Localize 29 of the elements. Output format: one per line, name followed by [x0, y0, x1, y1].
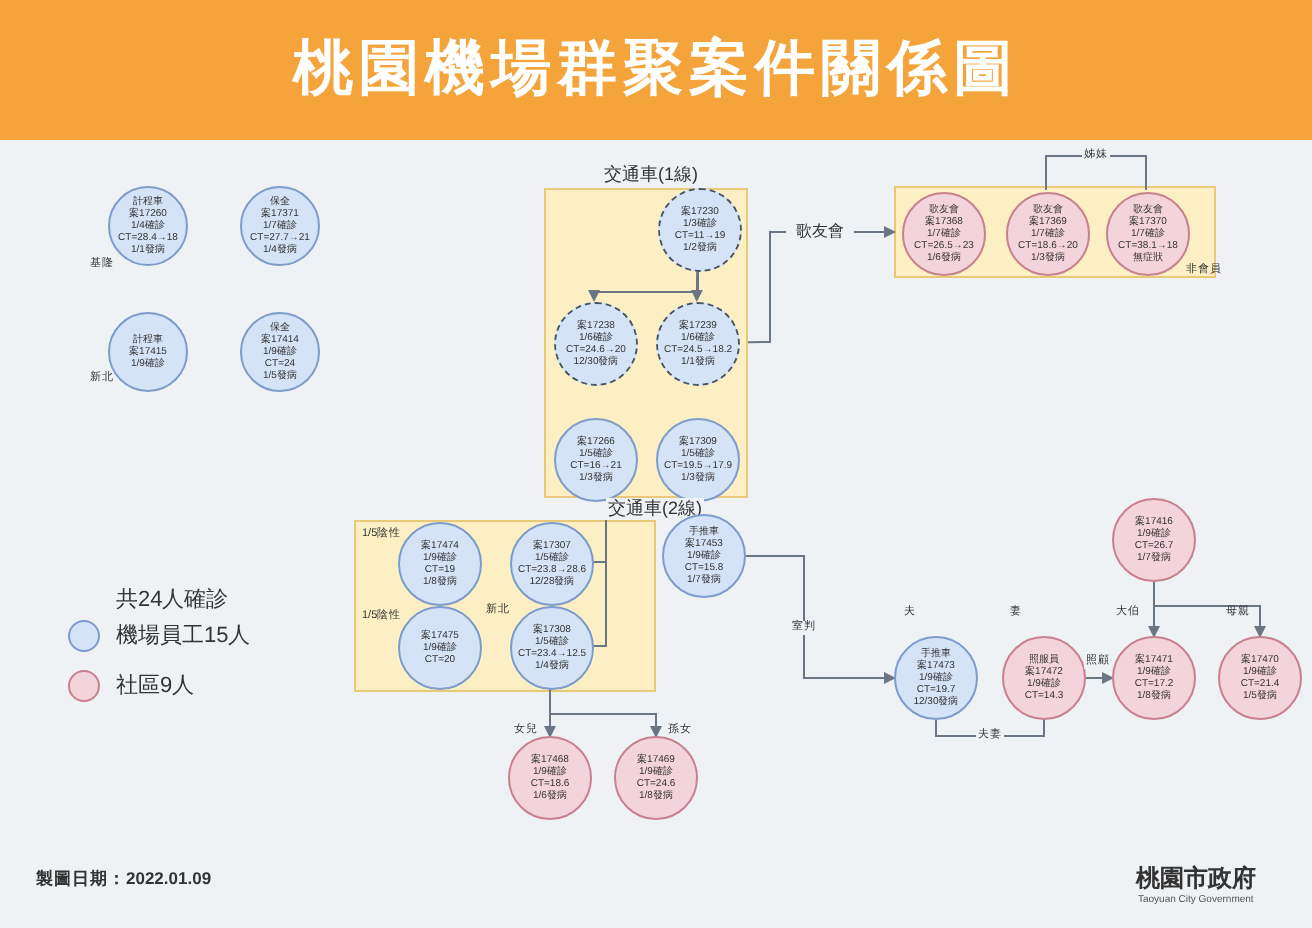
case-circle [656, 418, 740, 502]
group-label: 歌友會 [786, 220, 854, 244]
connector [747, 231, 787, 344]
case-circle [1112, 498, 1196, 582]
agency-name: 桃園市政府 [1136, 864, 1256, 892]
connector [1085, 672, 1114, 684]
case-circle [240, 312, 320, 392]
case-circle [662, 514, 746, 598]
connector [853, 226, 896, 238]
case-circle [656, 302, 740, 386]
legend-text: 社區9人 [116, 672, 195, 700]
legend-text: 機場員工15人 [116, 622, 251, 650]
connector [1153, 581, 1266, 638]
connector [588, 269, 699, 302]
connector [935, 719, 1045, 737]
case-circle [554, 418, 638, 502]
legend-heading: 共24人確診 [116, 586, 229, 614]
connector [591, 519, 607, 647]
case-circle [554, 302, 638, 386]
connector [745, 555, 896, 684]
case-circle [1006, 192, 1090, 276]
date-text: 製圖日期：2022.01.09 [36, 868, 212, 890]
case-circle [658, 188, 742, 272]
title-text: 桃園機場群聚案件關係圖 [290, 36, 1021, 104]
connector [690, 269, 703, 302]
group-heading: 交通車(1線) [602, 164, 700, 186]
case-circle [510, 522, 594, 606]
case-circle [902, 192, 986, 276]
case-circle [240, 186, 320, 266]
